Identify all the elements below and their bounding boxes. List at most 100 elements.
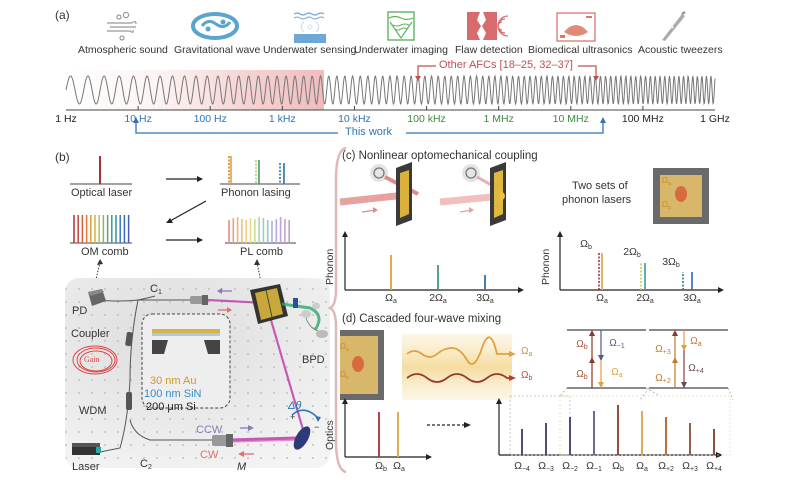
sonar-icon <box>293 12 326 43</box>
panel-d-right-xtick: Ωa <box>636 460 648 473</box>
panel-d-right-xtick-base: Ω <box>658 460 666 472</box>
panel-c-right-xtick-sub: a <box>696 298 701 305</box>
pd-detector <box>88 289 106 306</box>
panel-d-left-chart <box>342 398 432 460</box>
panel-d-title: (d) Cascaded four-wave mixing <box>342 313 502 325</box>
panel-c-omega-b-label: Ωb <box>580 238 592 251</box>
collimator-c2 <box>212 434 233 447</box>
wave-omega-a <box>406 336 512 365</box>
panel-d-right-xtick-base: Ω <box>538 460 546 472</box>
app-label-underwater-imaging: Underwater imaging <box>354 44 448 56</box>
panel-d-right-xtick-sub: a <box>643 466 648 473</box>
pd-label: PD <box>72 305 88 317</box>
energy-right-label-base: Ω <box>655 373 663 384</box>
panel-d-right-xtick-base: Ω <box>706 460 714 472</box>
energy-left-label-sub: a <box>618 372 623 379</box>
panel-d-right-xtick: Ω−4 <box>514 460 530 473</box>
panel-d-right-xtick-sub: −1 <box>593 466 602 473</box>
wave-label-b-base: Ω <box>521 370 529 381</box>
energy-diagram-left <box>559 329 661 397</box>
panel-d-left-xtick-sub: b <box>382 466 387 473</box>
delta-theta-label: Δθ <box>288 400 302 412</box>
panel-c-left-xtick-sub: a <box>489 298 494 305</box>
wdm-component <box>126 392 132 410</box>
wind-icon <box>107 11 137 41</box>
tweezers-icon <box>662 11 686 41</box>
energy-left-label-sub: b <box>583 374 588 381</box>
energy-right-label: Ω+2 <box>655 373 670 385</box>
energy-diagram-right <box>639 329 734 401</box>
panel-c-right-xtick-sub: a <box>603 298 608 305</box>
panel-d-right-xtick-base: Ω <box>612 460 620 472</box>
panel-c-left-xtick: 3Ωa <box>476 292 494 305</box>
chip-omega-b-sub: b <box>667 205 671 211</box>
energy-left-label-sub: b <box>583 344 588 351</box>
energy-right-label-sub: +3 <box>662 349 671 356</box>
layer-au-label: 30 nm Au <box>150 375 197 387</box>
mirror-m <box>293 426 311 450</box>
panel-d-chip <box>340 330 384 400</box>
panel-c-right-chart <box>557 231 724 293</box>
panel-c-omega-b-label-base: 2Ω <box>623 246 637 258</box>
energy-right-label-sub: a <box>697 341 702 348</box>
panel-c-left-xtick: Ωa <box>385 292 397 305</box>
panel-c-omega-b-label-sub: b <box>675 262 680 269</box>
chip-omega-b-base: Ω <box>662 200 668 209</box>
panel-d-right-xtick: Ω−2 <box>562 460 578 473</box>
panel-d-right-xtick-base: Ω <box>636 460 644 472</box>
panel-c-right-ylabel: Phonon <box>540 248 552 285</box>
panel-d-right-xtick-base: Ω <box>682 460 690 472</box>
panel-c-title: (c) Nonlinear optomechanical coupling <box>342 150 538 162</box>
phonon-lasing-label: Phonon lasing <box>221 187 291 199</box>
m-label: M <box>237 461 247 473</box>
panel-c-left-xtick-sub: a <box>442 298 447 305</box>
panel-c-illustrations <box>339 162 506 226</box>
freq-tick-label: 1 GHz <box>700 113 730 125</box>
other-afcs-bracket <box>417 65 597 78</box>
panel-d-right-xtick-sub: +2 <box>665 466 674 473</box>
panel-d-right-xtick: Ω+2 <box>658 460 674 473</box>
energy-right-label-base: Ω <box>655 344 663 355</box>
app-label-atmospheric-sound: Atmospheric sound <box>78 44 168 56</box>
panel-d-left-ylabel: Optics <box>324 420 336 450</box>
freq-tick-label: 10 Hz <box>124 113 152 125</box>
energy-left-label-base: Ω <box>576 369 584 380</box>
this-work-arrow-right <box>600 117 606 123</box>
galaxy-icon <box>191 12 239 40</box>
svg-text:−: − <box>314 422 319 432</box>
wave-label-omega-b: Ωb <box>521 370 532 382</box>
energy-right-label-base: Ω <box>690 336 698 347</box>
panel-c-omega-b-label: 2Ωb <box>623 246 641 259</box>
panel-c-left-xtick-base: 2Ω <box>429 292 443 304</box>
energy-left-label: Ωb <box>576 339 587 351</box>
d-chip-omega-a: Ωa <box>340 342 349 353</box>
panel-c-left-xtick-sub: a <box>392 298 397 305</box>
panel-d-right-xtick-sub: +3 <box>689 466 698 473</box>
collimator-c1 <box>190 295 208 305</box>
energy-right-label-base: Ω <box>688 363 696 374</box>
bpd-label: BPD <box>302 354 325 366</box>
chip-omega-a-base: Ω <box>662 176 668 185</box>
panel-c-left-ylabel: Phonon <box>324 248 336 285</box>
energy-left-label-base: Ω <box>609 338 617 349</box>
panel-d-right-xtick-base: Ω <box>562 460 570 472</box>
ccw-label: CCW <box>196 424 223 436</box>
gain-label: Gain <box>84 355 100 364</box>
panel-a-label: (a) <box>55 8 70 22</box>
panel-c-left-xtick: 2Ωa <box>429 292 447 305</box>
energy-left-label: Ωa <box>611 367 622 379</box>
frequency-wave-bar <box>65 65 716 134</box>
panel-d-right-xtick: Ω−1 <box>586 460 602 473</box>
wdm-label: WDM <box>79 405 107 417</box>
membrane-sample <box>250 284 288 324</box>
crack-icon <box>467 12 509 40</box>
panel-d-left-xtick: Ωb <box>375 460 387 473</box>
wave-label-omega-a: Ωa <box>521 346 532 358</box>
rotation-arrow <box>291 409 319 419</box>
layer-sin-label: 100 nm SiN <box>144 388 202 400</box>
d-chip-omega-b: Ωb <box>340 370 349 381</box>
app-label-flaw-detection: Flaw detection <box>455 44 523 56</box>
this-work-label: This work <box>345 126 393 138</box>
bpd-detector <box>316 330 328 338</box>
panel-c-right-xtick: 3Ωa <box>683 292 701 305</box>
